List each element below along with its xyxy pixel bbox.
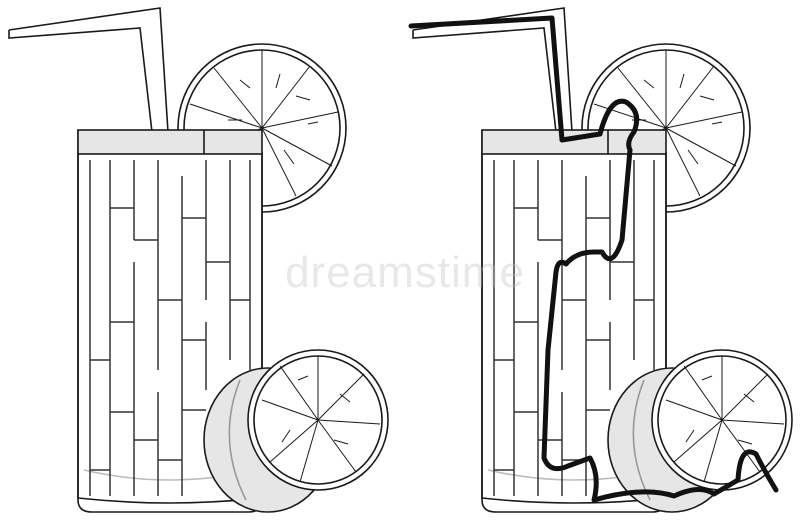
right-maze-puzzle [408, 7, 793, 513]
left-maze-puzzle [8, 7, 389, 513]
solution-path [408, 15, 779, 503]
straw [8, 7, 169, 133]
lemon-whole-bottom [203, 349, 389, 513]
maze-walls [493, 160, 655, 496]
maze-walls [89, 160, 251, 496]
